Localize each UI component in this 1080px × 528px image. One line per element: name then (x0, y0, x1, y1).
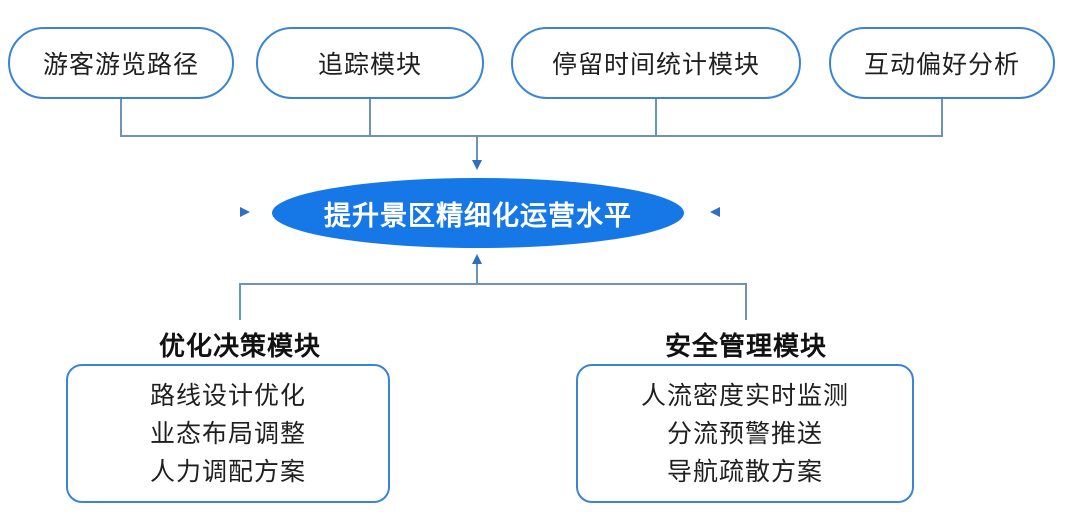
module-item: 导航疏散方案 (666, 456, 823, 486)
bottom-connector (239, 254, 747, 320)
top-module-tracking: 追踪模块 (256, 27, 484, 99)
top-module-tourist-path: 游客游览路径 (8, 27, 234, 99)
module-box-safety: 人流密度实时监测 分流预警推送 导航疏散方案 (576, 364, 914, 503)
module-item: 分流预警推送 (666, 418, 823, 448)
module-box-decision: 路线设计优化 业态布局调整 人力调配方案 (66, 364, 390, 503)
top-module-interaction-preference: 互动偏好分析 (829, 27, 1055, 99)
module-item: 业态布局调整 (149, 418, 306, 448)
center-goal: 提升景区精细化运营水平 (272, 178, 684, 248)
module-item: 人流密度实时监测 (640, 380, 849, 410)
module-title-safety: 安全管理模块 (664, 332, 827, 362)
module-item: 人力调配方案 (149, 456, 306, 486)
module-title-decision: 优化决策模块 (158, 332, 321, 362)
top-module-dwell-time: 停留时间统计模块 (511, 27, 801, 99)
module-item: 路线设计优化 (149, 380, 306, 410)
top-connector (120, 99, 943, 170)
